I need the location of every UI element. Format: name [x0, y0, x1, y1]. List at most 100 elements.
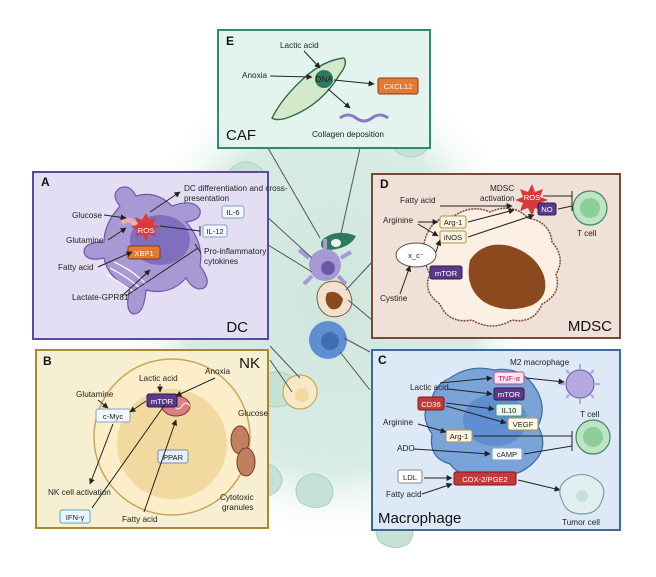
camp-label: cAMP — [497, 450, 517, 459]
t-cell-label: T cell — [580, 410, 600, 419]
collagen-label: Collagen deposition — [312, 130, 384, 139]
cytotoxic-granules-icon — [230, 425, 256, 477]
cox2-label: COX-2/PGE2 — [462, 475, 508, 484]
lactate-label: Lactate-GPR81 — [72, 293, 129, 302]
er-membranes — [105, 261, 147, 293]
vegf-chip — [507, 417, 539, 431]
no-chip — [537, 202, 557, 216]
fatty-acid-label: Fatty acid — [400, 196, 436, 205]
ifn-inhibit — [91, 402, 167, 509]
il10-label: IL10 — [502, 406, 517, 415]
panel-d-letter: D — [380, 177, 389, 191]
panel-b: B NK Lactic acid Anoxia Glutamine mTOR c… — [35, 349, 269, 529]
mdsc-act-label-2: activation — [480, 194, 515, 203]
panel-a-letter: A — [41, 175, 50, 189]
arg1-label: Arg-1 — [450, 432, 469, 441]
center-dc-cell — [297, 239, 353, 286]
lactic-acid-label: Lactic acid — [139, 374, 178, 383]
ado-label: ADO — [397, 444, 415, 453]
cystine-label: Cystine — [380, 294, 408, 303]
dc-diff-label-1: DC differentiation and cross- — [184, 184, 288, 193]
panel-c-title: Macrophage — [378, 510, 461, 527]
camp-inhibit — [523, 445, 573, 455]
center-nk-cell — [282, 374, 318, 410]
ldl-chip — [397, 469, 423, 484]
camp-chip — [491, 447, 523, 461]
panel-c-letter: C — [378, 353, 387, 367]
panel-a: A DC ROS XBP1 Glucose Glutamine Fatty ac… — [32, 171, 288, 340]
mdsc-act-label-1: MDSC — [490, 184, 514, 193]
panel-e-letter: E — [226, 34, 234, 48]
cd36-label: CD36 — [421, 400, 440, 409]
tnfa-chip — [493, 371, 525, 385]
mdsc-nucleus — [468, 244, 546, 310]
cmyc-label: c-Myc — [103, 412, 123, 421]
m2-macrophage-icon — [560, 364, 600, 404]
il6-chip — [221, 205, 245, 219]
vegf-label: VEGF — [513, 420, 534, 429]
arg1-chip — [439, 215, 467, 229]
panel-a-title: DC — [226, 319, 248, 336]
lactic-acid-label: Lactic acid — [410, 383, 449, 392]
fatty-acid-label: Fatty acid — [58, 263, 94, 272]
fatty-acid-label: Fatty acid — [122, 515, 158, 524]
arg1-label: Arg-1 — [444, 218, 463, 227]
ifn-chip — [59, 509, 91, 524]
collagen-fiber — [339, 113, 389, 123]
proinflam-label-2: cytokines — [204, 257, 238, 266]
xc-label: x_c⁻ — [408, 251, 424, 260]
panel-b-letter: B — [43, 354, 52, 368]
xbp1-label: XBP1 — [134, 249, 153, 258]
il12-inhibit — [159, 225, 201, 232]
arg1-chip — [445, 429, 473, 443]
m2-label: M2 macrophage — [510, 358, 570, 367]
il12-chip — [202, 224, 228, 238]
ros-label: ROS — [524, 193, 540, 202]
ppar-chip — [157, 449, 189, 464]
anoxia-label: Anoxia — [205, 367, 230, 376]
dna-label: DNA — [315, 75, 333, 84]
t-cell-label: T cell — [577, 229, 597, 238]
no-label: NO — [541, 205, 552, 214]
mtor-chip — [493, 387, 525, 401]
cmyc-chip — [95, 408, 131, 423]
arginine-label: Arginine — [383, 216, 413, 225]
caf-nucleus — [315, 70, 333, 88]
tumor-cell-label: Tumor cell — [562, 518, 600, 527]
ros-burst-icon — [131, 213, 160, 241]
lactic-acid-label: Lactic acid — [280, 41, 319, 50]
xc-transporter — [395, 242, 437, 268]
glutamine-label: Glutamine — [76, 390, 114, 399]
cytotoxic-label-1: Cytotoxic — [220, 493, 254, 502]
glutamine-label: Glutamine — [66, 236, 104, 245]
center-caf-cell — [321, 232, 356, 250]
no-inhibit — [557, 205, 573, 210]
inos-chip — [439, 230, 467, 244]
panel-e: E CAF DNA Lactic acid Anoxia CXCL12 Coll… — [217, 29, 431, 149]
il10-chip — [495, 403, 523, 417]
mtor-chip — [429, 265, 463, 280]
panel-d: D MDSC Fatty acid MDSC activation Argini… — [371, 173, 621, 339]
mtor-chip — [146, 393, 178, 408]
proinflam-label-1: Pro-inflammatory — [204, 247, 267, 256]
center-mdsc-cell — [316, 280, 353, 318]
mtor-label: mTOR — [151, 397, 174, 406]
panel-b-title: NK — [239, 355, 260, 372]
dc-diff-label-2: presentation — [184, 194, 230, 203]
panel-e-title: CAF — [226, 127, 256, 144]
nk-nucleus — [117, 389, 227, 499]
fatty-acid-label: Fatty acid — [386, 490, 422, 499]
mtor-label: mTOR — [435, 269, 458, 278]
il12-label: IL-12 — [206, 227, 223, 236]
ifn-label: IFN-γ — [66, 513, 85, 522]
mtor-label: mTOR — [498, 390, 521, 399]
anoxia-label: Anoxia — [242, 71, 267, 80]
proinflam-inhibit — [125, 247, 199, 297]
panel-d-title: MDSC — [568, 318, 612, 335]
cxcl12-label: CXCL12 — [384, 82, 413, 91]
glucose-label: Glucose — [238, 409, 268, 418]
il6-label: IL-6 — [226, 208, 239, 217]
tnfa-label: TNF-α — [498, 374, 520, 383]
